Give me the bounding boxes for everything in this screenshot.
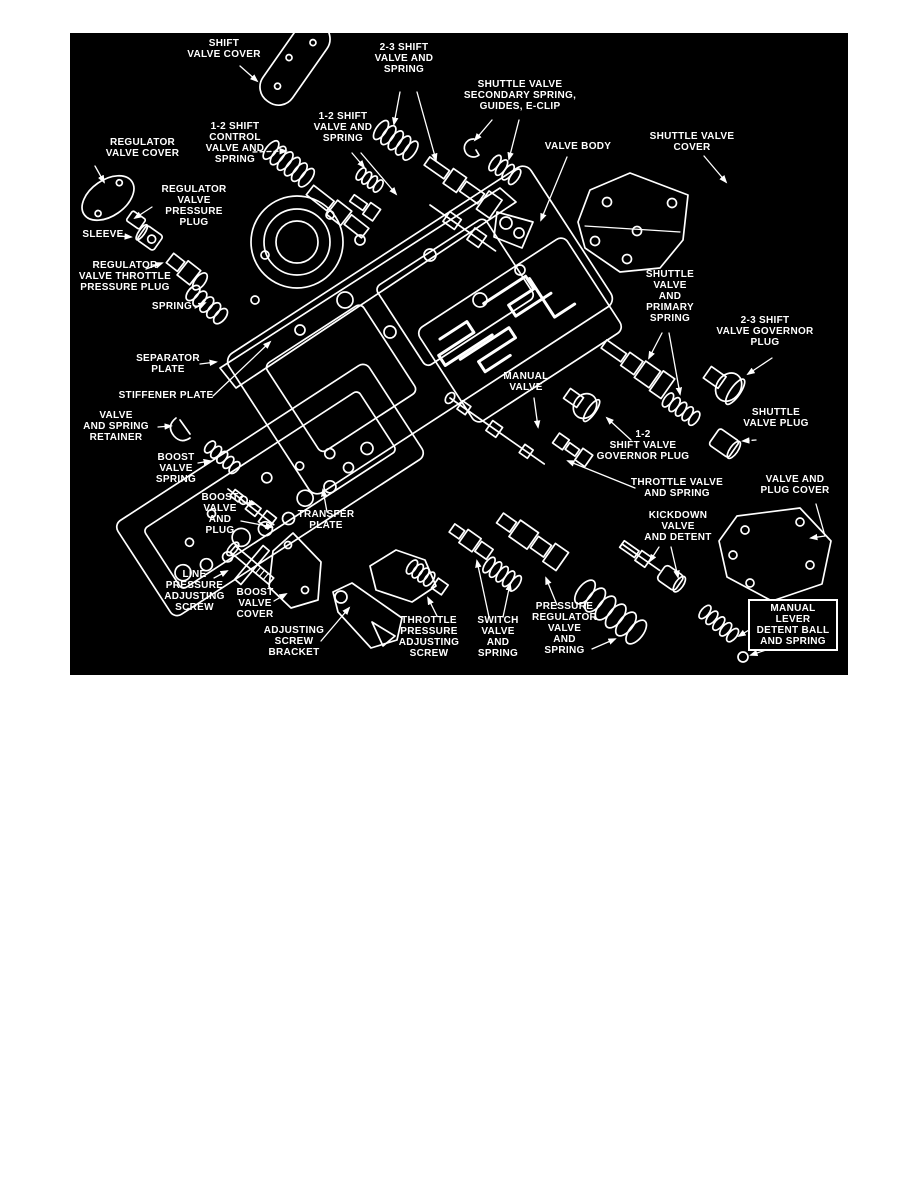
label-throttle-pressure-adjusting-screw: THROTTLE PRESSURE ADJUSTING SCREW <box>398 615 460 659</box>
label-1-2-shift-valve-and-spring: 1-2 SHIFT VALVE AND SPRING <box>313 111 373 144</box>
leader-lines <box>94 65 826 657</box>
label-stiffener-plate: STIFFENER PLATE <box>118 390 214 401</box>
brackets-drawing <box>332 549 437 649</box>
label-manual-valve: MANUAL VALVE <box>503 371 549 393</box>
label-pressure-regulator-valve: PRESSURE REGULATOR VALVE AND SPRING <box>531 601 598 656</box>
label-2-3-shift-valve-and-spring: 2-3 SHIFT VALVE AND SPRING <box>374 42 434 75</box>
label-line-pressure-adjusting-screw: LINE PRESSURE ADJUSTING SCREW <box>164 569 225 613</box>
label-throttle-valve-and-spring: THROTTLE VALVE AND SPRING <box>630 477 724 499</box>
separator-plate-drawing <box>219 187 517 389</box>
label-adjusting-screw-bracket: ADJUSTING SCREW BRACKET <box>263 625 325 658</box>
valve-body-exploded-diagram: SHIFT VALVE COVER 2-3 SHIFT VALVE AND SP… <box>70 33 848 675</box>
regulator-valve-cover-drawing <box>81 174 135 222</box>
label-shuttle-valve-primary-spring: SHUTTLE VALVE AND PRIMARY SPRING <box>645 269 695 324</box>
label-2-3-shift-valve-governor-plug: 2-3 SHIFT VALVE GOVERNOR PLUG <box>716 315 814 348</box>
label-switch-valve-and-spring: SWITCH VALVE AND SPRING <box>477 615 519 659</box>
valve-body-drawing <box>226 165 623 495</box>
label-shuttle-valve-cover: SHUTTLE VALVE COVER <box>649 131 735 153</box>
valve-and-plug-cover-drawing <box>718 507 832 602</box>
label-boost-valve-and-plug: BOOST VALVE AND PLUG <box>201 492 239 536</box>
label-valve-and-spring-retainer: VALVE AND SPRING RETAINER <box>83 410 149 443</box>
label-1-2-shift-control-valve: 1-2 SHIFT CONTROL VALVE AND SPRING <box>205 121 265 165</box>
label-spring: SPRING <box>151 301 193 312</box>
transfer-plate-drawing <box>115 363 425 617</box>
label-regulator-valve-pressure-plug: REGULATOR VALVE PRESSURE PLUG <box>161 184 227 228</box>
label-1-2-shift-valve-governor-plug: 1-2 SHIFT VALVE GOVERNOR PLUG <box>596 429 690 462</box>
label-separator-plate: SEPARATOR PLATE <box>136 353 200 375</box>
label-boost-valve-spring: BOOST VALVE SPRING <box>155 452 197 485</box>
label-regulator-valve-throttle-pressure-plug: REGULATOR VALVE THROTTLE PRESSURE PLUG <box>78 260 172 293</box>
label-manual-lever-detent-ball-and-spring: MANUAL LEVER DETENT BALL AND SPRING <box>748 599 838 651</box>
label-regulator-valve-cover: REGULATOR VALVE COVER <box>105 137 180 159</box>
valves-drawing <box>165 156 687 593</box>
label-boost-valve-cover: BOOST VALVE COVER <box>236 587 274 620</box>
springs-drawing <box>185 119 740 645</box>
diagram-artwork <box>81 33 832 663</box>
label-valve-body: VALVE BODY <box>544 141 612 152</box>
shift-valve-cover-drawing <box>259 33 331 106</box>
boost-valve-cover-drawing <box>268 532 322 609</box>
label-valve-and-plug-cover: VALVE AND PLUG COVER <box>760 474 830 496</box>
plugs-drawing <box>125 138 749 663</box>
label-shuttle-valve-secondary: SHUTTLE VALVE SECONDARY SPRING, GUIDES, … <box>463 79 577 112</box>
label-shift-valve-cover: SHIFT VALVE COVER <box>187 38 261 60</box>
label-transfer-plate: TRANSFER PLATE <box>297 509 355 531</box>
label-sleeve: SLEEVE <box>82 229 124 240</box>
label-shuttle-valve-plug: SHUTTLE VALVE PLUG <box>743 407 809 429</box>
shuttle-valve-cover-drawing <box>577 172 689 273</box>
label-kickdown-valve-and-detent: KICKDOWN VALVE AND DETENT <box>644 510 712 543</box>
